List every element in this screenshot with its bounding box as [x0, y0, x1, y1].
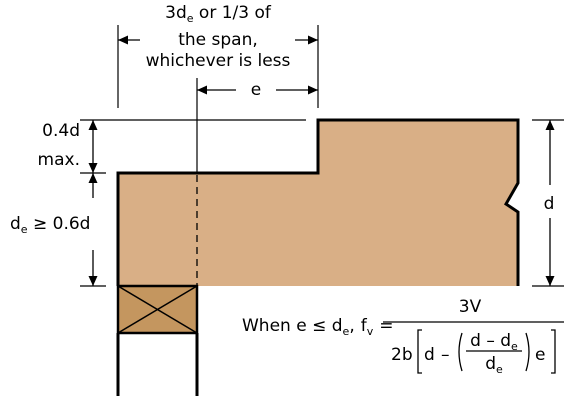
formula-den-minus: – [441, 345, 450, 365]
beam-outline [116, 118, 520, 286]
formula-bracket-left [417, 329, 422, 374]
dim-top-label-line2: the span, [178, 30, 258, 50]
beam-body [118, 120, 518, 286]
formula-inner-numerator: d – de [470, 331, 518, 353]
formula-den-e: e [535, 345, 545, 365]
remaining-depth-label: de ≥ 0.6d [10, 214, 90, 236]
dim-e-label: e [251, 80, 261, 100]
formula-bracket-right [551, 329, 556, 374]
formula-numerator: 3V [459, 297, 482, 317]
support-cross-2 [117, 285, 198, 334]
formula-den-d: d [424, 345, 435, 365]
dim-top-label-line3: whichever is less [146, 51, 291, 71]
notch-depth-value: 0.4d [42, 121, 80, 141]
formula-den-2b: 2b [391, 345, 413, 365]
formula-paren-right [525, 332, 530, 372]
beam-depth-label: d [544, 194, 555, 214]
formula-inner-denominator: de [485, 354, 503, 376]
notch-depth-qualifier: max. [38, 150, 80, 170]
formula-paren-left [458, 332, 463, 372]
formula-condition: When e ≤ de,fv= [242, 316, 393, 338]
dim-top-label-line1: 3de or 1/3 of [165, 3, 272, 25]
